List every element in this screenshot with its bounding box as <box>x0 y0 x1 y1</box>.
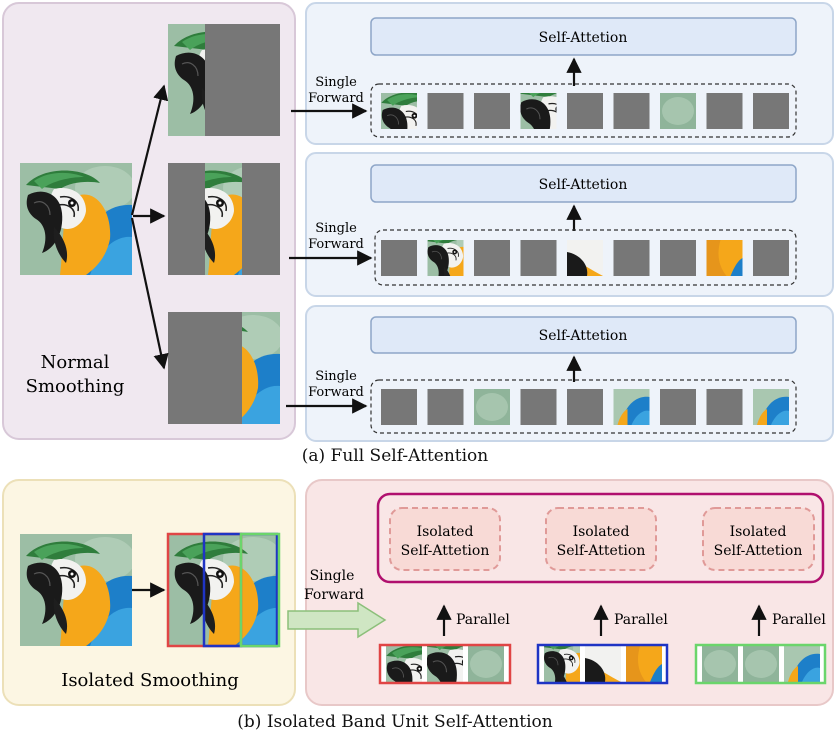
token-row-3 <box>381 389 789 425</box>
caption-a: (a) Full Self-Attention <box>301 446 489 466</box>
svg-text:Isolated: Isolated <box>573 524 630 540</box>
parrot-image-a <box>20 163 132 275</box>
parallel-arrows <box>436 604 767 636</box>
masked-token <box>474 93 510 129</box>
masked-token <box>520 240 557 276</box>
image-token <box>660 93 696 129</box>
parallel-label-3: Parallel <box>772 612 826 628</box>
single-forward-3: Single Forward <box>286 369 368 414</box>
self-attention-label-3: Self-Attetion <box>539 328 628 344</box>
parallel-label-2: Parallel <box>614 612 668 628</box>
image-token <box>474 389 510 425</box>
masked-token <box>520 389 557 425</box>
token-row-1 <box>377 75 789 170</box>
svg-text:Isolated: Isolated <box>730 524 787 540</box>
masked-token <box>660 240 696 276</box>
svg-text:Self-Attetion: Self-Attetion <box>557 543 646 559</box>
masked-token <box>381 389 417 425</box>
band-tokens-blue <box>536 634 669 701</box>
svg-text:Forward: Forward <box>308 385 364 400</box>
masked-token <box>427 389 464 425</box>
masked-token <box>567 93 603 129</box>
self-attention-box-1 <box>370 17 797 56</box>
masked-token <box>613 93 650 129</box>
svg-text:Isolated: Isolated <box>417 524 474 540</box>
single-forward-b: Single Forward <box>287 568 387 639</box>
masked-token <box>753 240 789 276</box>
isolated-smoothing-label: Isolated Smoothing <box>61 670 239 691</box>
token-container-3 <box>370 379 797 434</box>
svg-text:Forward: Forward <box>304 587 364 603</box>
image-token <box>753 389 789 425</box>
single-forward-2: Single Forward <box>289 221 373 266</box>
isolated-attention-3: Isolated Self-Attetion <box>702 507 815 571</box>
image-token <box>707 240 743 276</box>
band-image <box>166 532 281 648</box>
masked-image-3 <box>168 312 280 424</box>
normal-smoothing-label-line1: Normal <box>41 352 110 373</box>
band-tokens-green <box>694 643 827 685</box>
svg-text:Single: Single <box>315 369 357 384</box>
single-forward-1: Single Forward <box>291 75 368 119</box>
self-attention-label-1: Self-Attetion <box>539 30 628 46</box>
normal-smoothing-label-line2: Smoothing <box>26 376 125 397</box>
svg-text:Single: Single <box>310 568 355 584</box>
token-container-2 <box>374 229 797 286</box>
masked-image-2 <box>168 163 280 275</box>
masked-token <box>660 389 696 425</box>
fanout-arrows <box>130 84 169 370</box>
self-attention-label-2: Self-Attetion <box>539 177 628 193</box>
caption-b: (b) Isolated Band Unit Self-Attention <box>237 712 553 732</box>
masked-token <box>427 93 464 129</box>
masked-token <box>753 93 789 129</box>
masked-token <box>706 93 743 129</box>
svg-text:Self-Attetion: Self-Attetion <box>401 543 490 559</box>
image-token <box>614 389 650 425</box>
svg-text:Single: Single <box>315 75 357 90</box>
self-attention-box-2 <box>370 164 797 203</box>
isolated-outer-box <box>376 492 825 584</box>
masked-token <box>613 240 650 276</box>
isolated-attention-1: Isolated Self-Attetion <box>389 507 501 571</box>
masked-token <box>474 240 510 276</box>
svg-text:Forward: Forward <box>308 91 364 106</box>
svg-text:Forward: Forward <box>308 237 364 252</box>
self-attention-box-3 <box>370 316 797 354</box>
parallel-label-1: Parallel <box>456 612 510 628</box>
isolated-attention-2: Isolated Self-Attetion <box>545 507 657 571</box>
masked-token <box>567 389 603 425</box>
masked-token <box>706 389 743 425</box>
image-token <box>567 240 603 276</box>
token-row-2 <box>381 228 789 295</box>
svg-text:Self-Attetion: Self-Attetion <box>714 543 803 559</box>
band-tokens-red <box>378 628 519 723</box>
masked-image-1 <box>168 24 280 136</box>
svg-text:Single: Single <box>315 221 357 236</box>
token-container-1 <box>370 83 797 138</box>
parrot-image-b <box>20 534 132 646</box>
masked-token <box>381 240 417 276</box>
